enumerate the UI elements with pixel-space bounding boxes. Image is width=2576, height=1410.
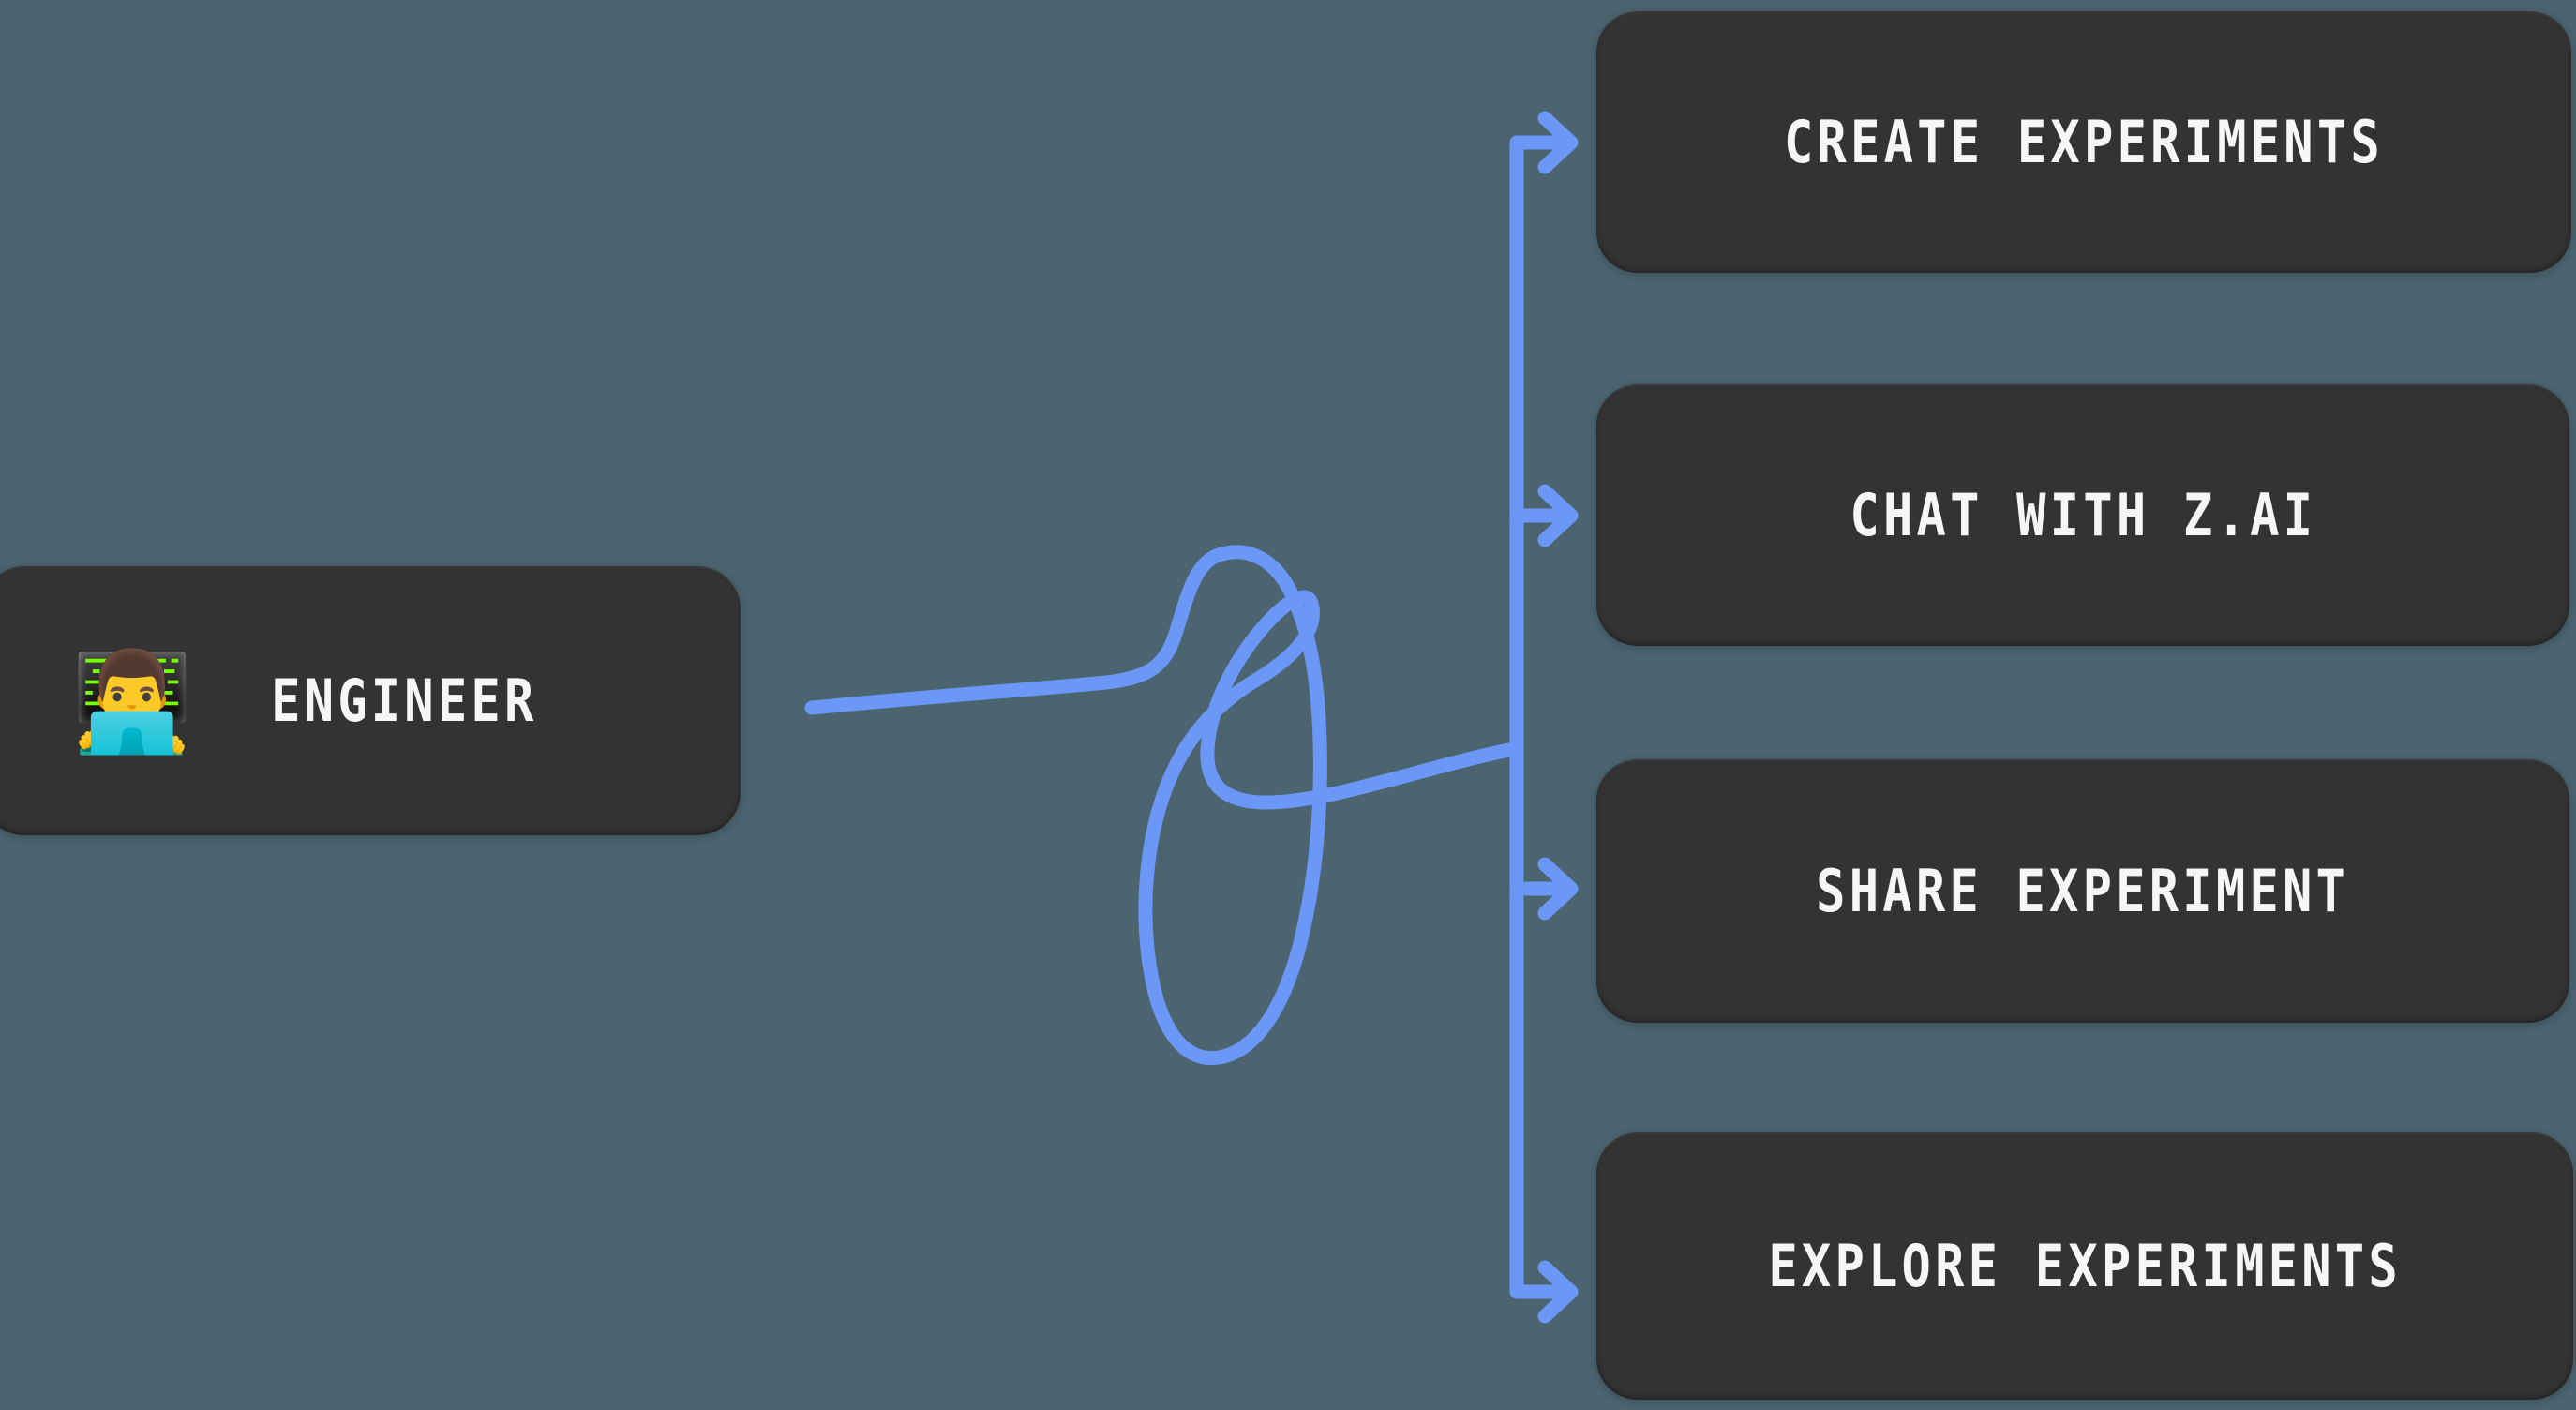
arrowhead-icon-2 <box>1537 484 1579 548</box>
man-technologist-icon: 👨‍💻 <box>71 643 193 758</box>
node-create-experiments[interactable]: CREATE EXPERIMENTS <box>1596 11 2571 273</box>
arrowhead-icon-3 <box>1537 857 1579 921</box>
node-explore-experiments[interactable]: EXPLORE EXPERIMENTS <box>1596 1132 2573 1400</box>
node-engineer-label: ENGINEER <box>270 666 538 735</box>
node-explore-experiments-label: EXPLORE EXPERIMENTS <box>1768 1231 2402 1300</box>
node-engineer[interactable]: 👨‍💻 ENGINEER <box>0 566 741 835</box>
node-create-experiments-label: CREATE EXPERIMENTS <box>1783 107 2384 176</box>
arrowhead-icon-4 <box>1537 1260 1579 1324</box>
scribble-connector <box>804 545 1517 1066</box>
node-chat-with-zai[interactable]: CHAT WITH Z.AI <box>1596 384 2569 646</box>
node-share-experiment[interactable]: SHARE EXPERIMENT <box>1596 759 2569 1023</box>
arrowhead-icon-1 <box>1537 111 1579 174</box>
node-share-experiment-label: SHARE EXPERIMENT <box>1816 856 2350 925</box>
node-chat-with-zai-label: CHAT WITH Z.AI <box>1850 480 2316 549</box>
